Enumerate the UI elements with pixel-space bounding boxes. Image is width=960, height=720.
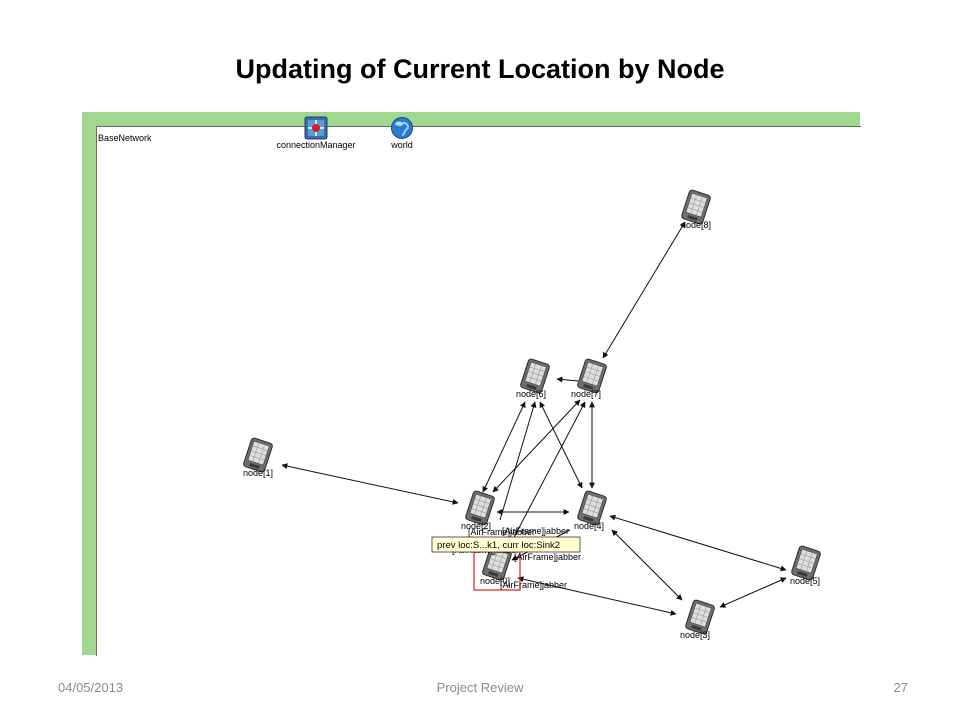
node-5[interactable]: node[5] <box>790 544 822 586</box>
node-1[interactable]: node[1] <box>242 436 274 478</box>
world-module[interactable]: world <box>372 116 432 150</box>
node-0[interactable]: node[0] <box>480 544 513 586</box>
node-6[interactable]: node[6] <box>516 357 551 399</box>
node-4-label: node[4] <box>574 521 604 531</box>
footer-date: 04/05/2013 <box>58 680 124 695</box>
node-4[interactable]: node[4] <box>574 489 608 531</box>
node-2[interactable]: node[2] <box>461 489 496 531</box>
message-label: [AirFrame]jabber <box>500 580 567 590</box>
node-3-label: node[3] <box>680 630 710 640</box>
node-1-label: node[1] <box>243 468 273 478</box>
link-node5-node3 <box>719 577 787 608</box>
message-label: [AirFrame]jabber <box>468 527 535 537</box>
link-node8-node7 <box>602 221 686 359</box>
node-2-label: node[2] <box>461 521 491 531</box>
link-node4-node5 <box>609 514 787 572</box>
link-node6-node2 <box>482 401 526 493</box>
network-name-label: BaseNetwork <box>98 133 152 143</box>
link-node4-node3 <box>611 529 683 601</box>
message-label: [AirFrame]jabber <box>514 552 581 562</box>
link-node7-node6 <box>556 376 579 383</box>
slide-title: Updating of Current Location by Node <box>235 54 725 84</box>
globe-icon <box>390 116 414 140</box>
link-node0-node3 <box>517 576 677 616</box>
node-8-label: node[8] <box>681 220 711 230</box>
connection-manager-icon <box>304 116 328 140</box>
node-6-label: node[6] <box>516 389 546 399</box>
node-7[interactable]: node[7] <box>571 357 608 399</box>
node-3[interactable]: node[3] <box>680 598 716 640</box>
message-labels: [AirFrame]jabber [AirFrame]jabber [AirFr… <box>452 526 581 590</box>
link-node2-node6 <box>499 401 537 521</box>
world-label: world <box>391 140 413 150</box>
location-tooltip-text: prev loc:S...k1, curr loc:Sink2 <box>437 540 560 551</box>
node-0-label: node[0] <box>480 576 510 586</box>
footer-title: Project Review <box>436 680 524 695</box>
connection-manager-label: connectionManager <box>276 140 356 150</box>
node-7-label: node[7] <box>571 389 601 399</box>
link-node7-node2 <box>492 399 581 493</box>
message-label: [AirFrame]jabber <box>502 526 569 536</box>
node-5-label: node[5] <box>790 576 820 586</box>
node-8[interactable]: node[8] <box>680 188 712 230</box>
link-node0-node7 <box>509 401 586 546</box>
node-links <box>281 221 787 616</box>
footer-page-number: 27 <box>893 680 908 695</box>
location-tooltip: prev loc:S...k1, curr loc:Sink2 <box>431 536 581 553</box>
link-node1-node2 <box>281 463 459 505</box>
connection-manager-module[interactable]: connectionManager <box>266 116 366 150</box>
